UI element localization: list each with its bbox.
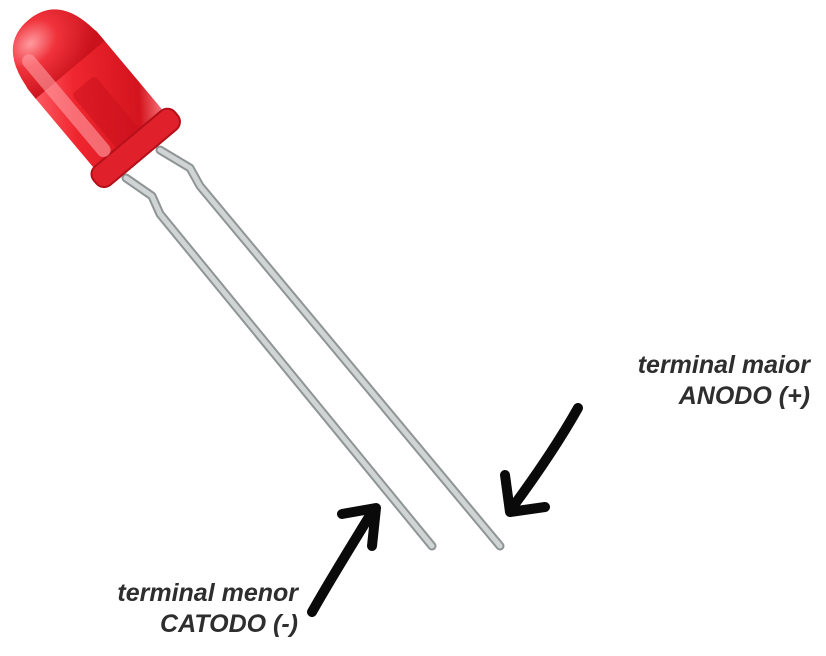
cathode-label-line1: terminal menor [28,578,298,609]
anode-label: terminal maior ANODO (+) [560,350,810,412]
cathode-label: terminal menor CATODO (-) [28,578,298,640]
anode-lead [160,150,500,546]
anode-arrow [505,408,578,512]
cathode-lead [126,178,432,546]
cathode-label-line2: CATODO (-) [28,609,298,640]
cathode-arrow [312,508,376,612]
led-body [0,0,184,191]
anode-label-line1: terminal maior [560,350,810,381]
anode-label-line2: ANODO (+) [560,381,810,412]
